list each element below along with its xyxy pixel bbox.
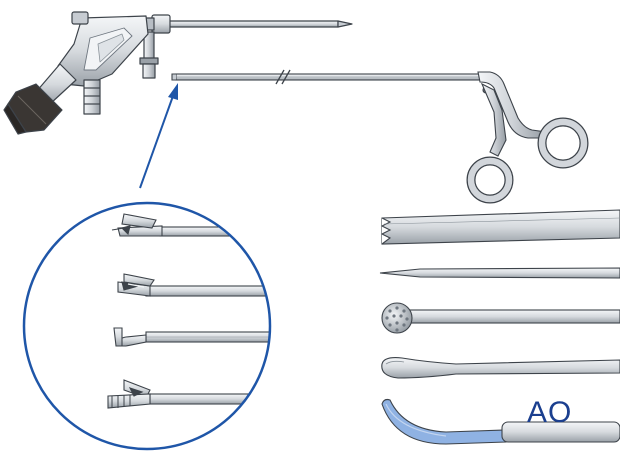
scissors-tip [111, 213, 270, 237]
callout-arrow [139, 83, 178, 189]
rasp [380, 209, 620, 245]
arthroscope-shaft [167, 20, 339, 28]
detail-callout-circle [22, 201, 272, 451]
grasper-tip [107, 379, 270, 409]
hook-tip [113, 327, 270, 347]
probe-blue-tip [381, 398, 507, 445]
break-mark-icon [275, 69, 291, 85]
ao-logo: AO [527, 396, 573, 429]
arthroscope-tip [337, 20, 353, 28]
grasping-forceps [171, 69, 589, 204]
forceps-lower-handle [480, 82, 507, 157]
awl [379, 267, 620, 279]
camera-connector [83, 79, 101, 115]
arthroscope [3, 11, 353, 135]
basket-punch-tip [117, 273, 270, 297]
arrowhead-icon [168, 83, 178, 100]
curette [381, 357, 620, 379]
detail-circle-border [22, 201, 272, 451]
forceps-upper-handle [477, 71, 547, 139]
probe [381, 398, 620, 445]
burr [381, 302, 620, 334]
